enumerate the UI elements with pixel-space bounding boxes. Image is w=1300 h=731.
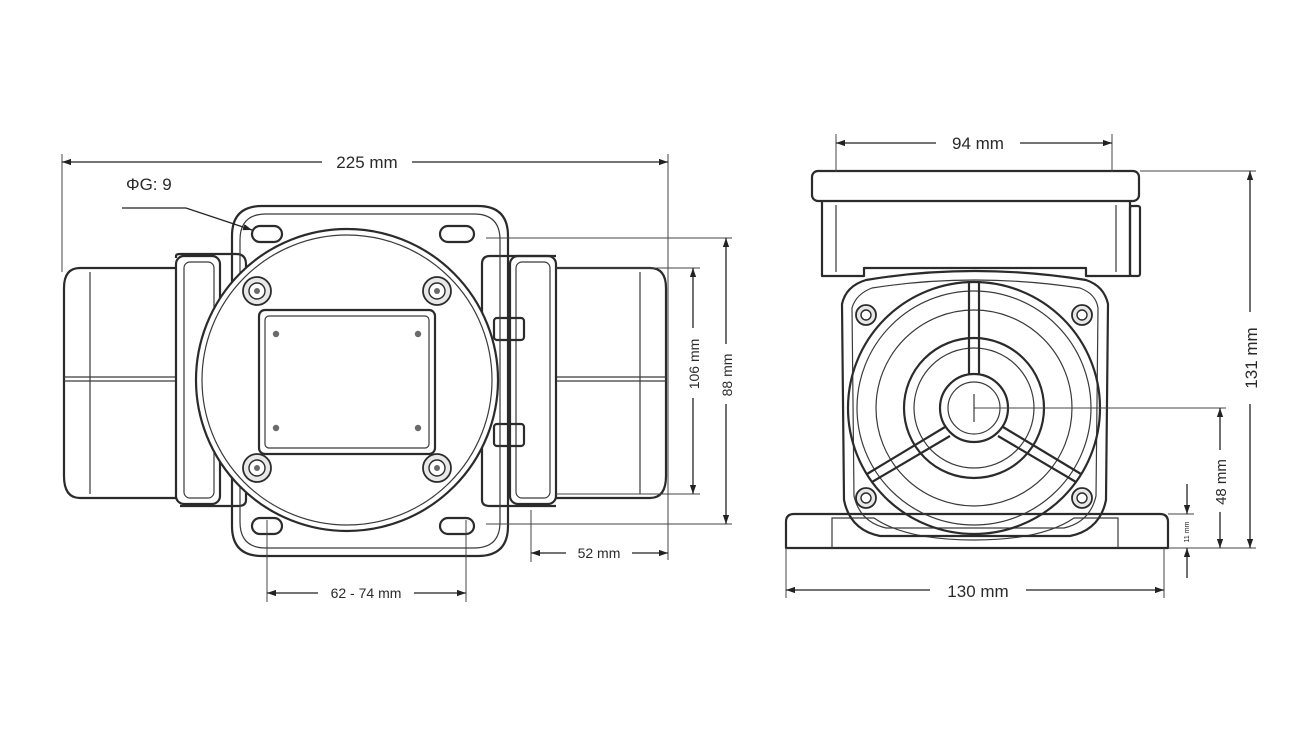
dim-hole-spacing: 62 - 74 mm [266,520,467,602]
terminal-cover [257,308,437,456]
label-center-height: 48 mm [1213,459,1230,505]
label-overall-width: 225 mm [336,153,397,172]
terminal-box [810,169,1142,278]
motor-body [840,269,1110,538]
label-base-thickness: 11 mm [1184,521,1191,542]
label-height-inner: 106 mm [686,339,702,390]
label-hole-spacing: 62 - 74 mm [331,585,402,601]
right-end-cap [480,254,668,508]
label-offset: 52 mm [578,545,621,561]
dim-center-height: 48 mm [974,407,1230,548]
side-view: 94 mm 131 mm 48 mm 11 mm [784,134,1261,601]
dim-base-thickness: 11 mm [1168,484,1194,578]
dim-heights: 106 mm 88 mm [486,237,735,525]
dim-base-width: 130 mm [785,548,1165,601]
dim-hole-diameter: ΦG: 9 [122,175,253,231]
round-housing [194,227,500,533]
label-overall-height: 131 mm [1242,327,1261,388]
label-top-width: 94 mm [952,134,1004,153]
dim-offset: 52 mm [530,510,668,562]
label-base-width: 130 mm [947,582,1008,601]
front-view: 225 mm ΦG: 9 106 mm 88 mm 62 - 74 mm [61,153,735,602]
dim-top-width: 94 mm [835,134,1113,172]
label-height-outer: 88 mm [719,354,735,397]
label-hole-diameter: ΦG: 9 [126,175,172,194]
base-foot [784,512,1170,550]
dim-overall-width: 225 mm [61,153,669,560]
housing-bolts [242,276,452,483]
dim-overall-height: 131 mm [1140,170,1261,549]
